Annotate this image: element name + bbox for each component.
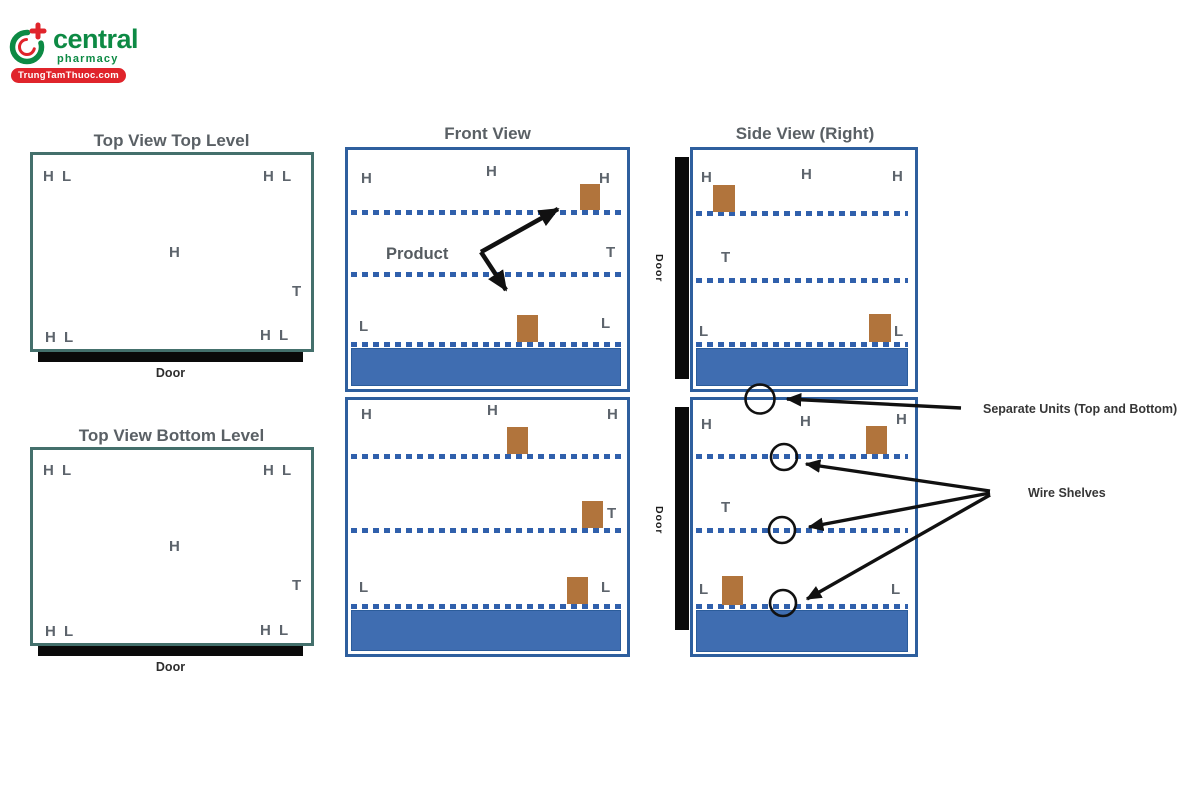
- sensor-label-hl: H L: [263, 462, 292, 479]
- sensor-label-hl: H L: [260, 622, 289, 639]
- wire-shelf-line: [696, 211, 908, 216]
- logo-plus-icon: [29, 28, 47, 34]
- front-view-title: Front View: [444, 124, 531, 143]
- wire-shelf-line: [696, 454, 908, 459]
- product-box: [713, 185, 735, 212]
- wire-shelf-line: [696, 342, 908, 347]
- wire-shelves-label: Wire Shelves: [1028, 486, 1106, 500]
- door-label: Door: [155, 366, 186, 380]
- sensor-label-l: L: [601, 315, 611, 332]
- sensor-label-h: H: [361, 406, 372, 423]
- sensor-label-hl: H L: [43, 168, 72, 185]
- sensor-label-t: T: [721, 499, 731, 516]
- product-box: [582, 501, 603, 528]
- compressor-bar: [696, 348, 908, 386]
- logo: central pharmacy TrungTamThuoc.com: [0, 0, 140, 90]
- sensor-label-t: T: [606, 244, 616, 261]
- separate-units-label: Separate Units (Top and Bottom): [983, 402, 1178, 416]
- wire-shelf-line: [351, 210, 621, 215]
- logo-inner-arc: [18, 38, 36, 56]
- sensor-label-hl: H L: [45, 623, 74, 640]
- door-bar: [675, 407, 689, 630]
- sensor-label-t: T: [721, 249, 731, 266]
- sensor-label-l: L: [699, 581, 709, 598]
- wire-shelf-line: [696, 604, 908, 609]
- sensor-label-h: H: [361, 170, 372, 187]
- sensor-label-h: H: [800, 413, 811, 430]
- product-box: [580, 184, 600, 210]
- sensor-label-l: L: [601, 579, 611, 596]
- door-label: Door: [155, 660, 186, 674]
- wire-shelf-line: [696, 528, 908, 533]
- top-view-bottom-box: [30, 447, 314, 646]
- compressor-bar: [696, 610, 908, 652]
- sensor-label-l: L: [359, 318, 369, 335]
- sensor-label-l: L: [359, 579, 369, 596]
- wire-shelf-line: [351, 528, 621, 533]
- sensor-label-h: H: [486, 163, 497, 180]
- sensor-label-h: H: [607, 406, 618, 423]
- sensor-label-t: T: [607, 505, 617, 522]
- compressor-bar: [351, 610, 621, 651]
- door-bar: [38, 352, 303, 362]
- door-bar: [675, 157, 689, 379]
- door-label: Door: [653, 505, 665, 535]
- logo-tagline-badge: TrungTamThuoc.com: [11, 68, 126, 83]
- sensor-label-h: H: [896, 411, 907, 428]
- logo-brand: central: [53, 24, 139, 54]
- door-label: Door: [653, 253, 665, 283]
- sensor-label-h: H: [701, 169, 712, 186]
- product-box: [517, 315, 538, 342]
- wire-shelf-line: [696, 278, 908, 283]
- sensor-label-l: L: [891, 581, 901, 598]
- sensor-label-t: T: [292, 283, 302, 300]
- central-pharmacy-logo-icon: [9, 22, 47, 65]
- product-box: [507, 427, 528, 454]
- sensor-label-h: H: [801, 166, 812, 183]
- logo-tagline: TrungTamThuoc.com: [18, 70, 119, 81]
- wire-shelf-line: [351, 342, 621, 347]
- side-view-title: Side View (Right): [735, 124, 875, 143]
- sensor-label-hl: H L: [45, 329, 74, 346]
- sensor-label-h: H: [169, 538, 180, 555]
- sensor-label-h: H: [892, 168, 903, 185]
- top-view-top-title: Top View Top Level: [93, 131, 250, 150]
- top-view-top-box: [30, 152, 314, 352]
- product-label: Product: [386, 245, 449, 263]
- wire-shelf-line: [351, 604, 621, 609]
- sensor-label-h: H: [169, 244, 180, 261]
- sensor-label-t: T: [292, 577, 302, 594]
- sensor-label-hl: H L: [260, 327, 289, 344]
- door-bar: [38, 646, 303, 656]
- sensor-label-h: H: [599, 170, 610, 187]
- sensor-label-h: H: [701, 416, 712, 433]
- sensor-label-l: L: [894, 323, 904, 340]
- wire-shelf-line: [351, 454, 621, 459]
- sensor-label-l: L: [699, 323, 709, 340]
- wire-shelf-line: [351, 272, 621, 277]
- logo-c-ring: [9, 29, 45, 65]
- compressor-bar: [351, 348, 621, 386]
- product-box: [567, 577, 588, 604]
- top-view-bottom-title: Top View Bottom Level: [78, 426, 265, 445]
- logo-subtitle: pharmacy: [57, 53, 119, 65]
- sensor-label-hl: H L: [43, 462, 72, 479]
- product-box: [722, 576, 743, 605]
- sensor-label-hl: H L: [263, 168, 292, 185]
- sensor-label-h: H: [487, 402, 498, 419]
- product-box: [869, 314, 891, 342]
- product-box: [866, 426, 887, 454]
